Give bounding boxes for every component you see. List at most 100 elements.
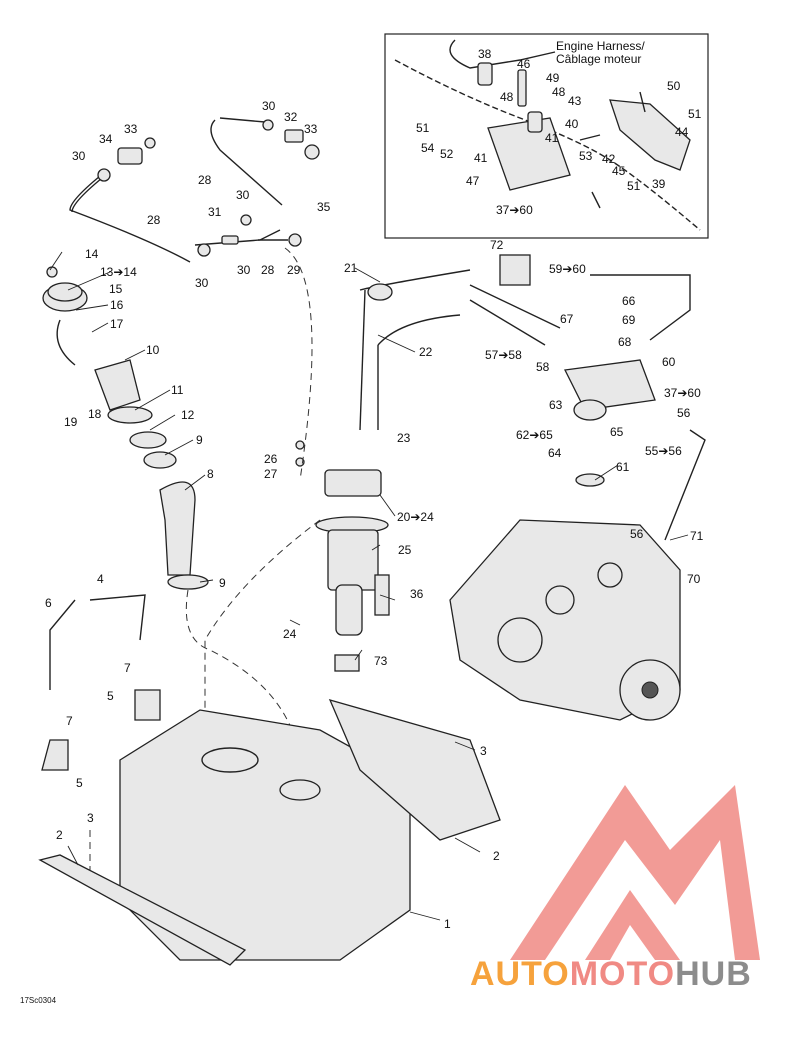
filler-neck-assembly — [42, 266, 209, 590]
callout-51a: 51 — [688, 107, 702, 121]
callout-23: 23 — [397, 431, 411, 445]
callout-48a: 48 — [500, 90, 514, 104]
callout-33b: 33 — [304, 122, 318, 136]
callout-32: 32 — [284, 110, 298, 124]
fuel-rail-assembly — [469, 254, 706, 541]
engine-harness-inset: Engine Harness/ Câblage moteur — [384, 33, 709, 239]
callout-15: 15 — [109, 282, 123, 296]
callout-5a: 5 — [107, 689, 114, 703]
callout-37-60a: 37➔60 — [496, 203, 533, 217]
callout-27: 27 — [264, 467, 278, 481]
callout-37-60b: 37➔60 — [664, 386, 701, 400]
callout-56b: 56 — [630, 527, 644, 541]
fuel-pump-assembly — [295, 269, 471, 672]
callout-35: 35 — [317, 200, 331, 214]
watermark-part3: HUB — [675, 955, 752, 993]
callout-3b: 3 — [87, 811, 94, 825]
callout-21: 21 — [344, 261, 358, 275]
callout-65: 65 — [610, 425, 624, 439]
callout-40: 40 — [565, 117, 579, 131]
leader-lines — [49, 251, 689, 921]
callout-44: 44 — [675, 125, 689, 139]
callout-60: 60 — [662, 355, 676, 369]
callout-58: 58 — [536, 360, 550, 374]
callout-42: 42 — [602, 152, 616, 166]
callout-3a: 3 — [480, 744, 487, 758]
figure-code: 17Sc0304 — [20, 996, 57, 1005]
callout-22: 22 — [419, 345, 433, 359]
callout-67: 67 — [560, 312, 574, 326]
callout-6: 6 — [45, 596, 52, 610]
callout-28c: 28 — [261, 263, 275, 277]
callout-labels: 38 46 49 48 48 43 50 51 44 40 51 41 54 5… — [45, 47, 704, 931]
engine — [449, 519, 681, 721]
callout-47: 47 — [466, 174, 480, 188]
callout-10: 10 — [146, 343, 160, 357]
callout-36: 36 — [410, 587, 424, 601]
callout-72: 72 — [490, 238, 504, 252]
hoses-top-left — [69, 117, 320, 263]
callout-30b: 30 — [72, 149, 86, 163]
callout-9a: 9 — [196, 433, 203, 447]
callout-2a: 2 — [56, 828, 63, 842]
callout-54: 54 — [421, 141, 435, 155]
watermark-part2: MOTO — [570, 955, 675, 993]
inset-title-line2: Câblage moteur — [556, 52, 641, 66]
watermark-part1: AUTO — [470, 955, 570, 993]
svg-text:AUTOMOTOHUB: AUTOMOTOHUB — [470, 955, 752, 993]
callout-8: 8 — [207, 467, 214, 481]
callout-51c: 51 — [627, 179, 641, 193]
callout-30d: 30 — [237, 263, 251, 277]
callout-14: 14 — [85, 247, 99, 261]
callout-29: 29 — [287, 263, 301, 277]
callout-33a: 33 — [124, 122, 138, 136]
callout-59-60: 59➔60 — [549, 262, 586, 276]
inset-title-line1: Engine Harness/ — [556, 39, 645, 53]
callout-41b: 41 — [474, 151, 488, 165]
callout-30e: 30 — [195, 276, 209, 290]
callout-53: 53 — [579, 149, 593, 163]
callout-25: 25 — [398, 543, 412, 557]
callout-12: 12 — [181, 408, 195, 422]
callout-31: 31 — [208, 205, 222, 219]
callout-7b: 7 — [66, 714, 73, 728]
callout-41a: 41 — [545, 131, 559, 145]
straps-brackets — [41, 594, 161, 771]
callout-16: 16 — [110, 298, 124, 312]
callout-13-14: 13➔14 — [100, 265, 137, 279]
callout-62-65: 62➔65 — [516, 428, 553, 442]
callout-26: 26 — [264, 452, 278, 466]
callout-70: 70 — [687, 572, 701, 586]
callout-34: 34 — [99, 132, 113, 146]
callout-17: 17 — [110, 317, 124, 331]
callout-38: 38 — [478, 47, 492, 61]
callout-43: 43 — [568, 94, 582, 108]
callout-55-56: 55➔56 — [645, 444, 682, 458]
callout-73: 73 — [374, 654, 388, 668]
callout-4: 4 — [97, 572, 104, 586]
callout-28b: 28 — [147, 213, 161, 227]
callout-50: 50 — [667, 79, 681, 93]
callout-64: 64 — [548, 446, 562, 460]
callout-7a: 7 — [124, 661, 131, 675]
callout-61: 61 — [616, 460, 630, 474]
callout-2b: 2 — [493, 849, 500, 863]
callout-49: 49 — [546, 71, 560, 85]
callout-19: 19 — [64, 415, 78, 429]
callout-66: 66 — [622, 294, 636, 308]
callout-52: 52 — [440, 147, 454, 161]
watermark-logo — [510, 785, 760, 960]
callout-56a: 56 — [677, 406, 691, 420]
callout-20-24: 20➔24 — [397, 510, 434, 524]
callout-28a: 28 — [198, 173, 212, 187]
watermark-text: AUTOMOTOHUB — [470, 955, 752, 993]
callout-46: 46 — [517, 57, 531, 71]
callout-71: 71 — [690, 529, 704, 543]
callout-48b: 48 — [552, 85, 566, 99]
callout-51b: 51 — [416, 121, 430, 135]
callout-57-58: 57➔58 — [485, 348, 522, 362]
callout-39: 39 — [652, 177, 666, 191]
callout-68: 68 — [618, 335, 632, 349]
callout-45: 45 — [612, 164, 626, 178]
